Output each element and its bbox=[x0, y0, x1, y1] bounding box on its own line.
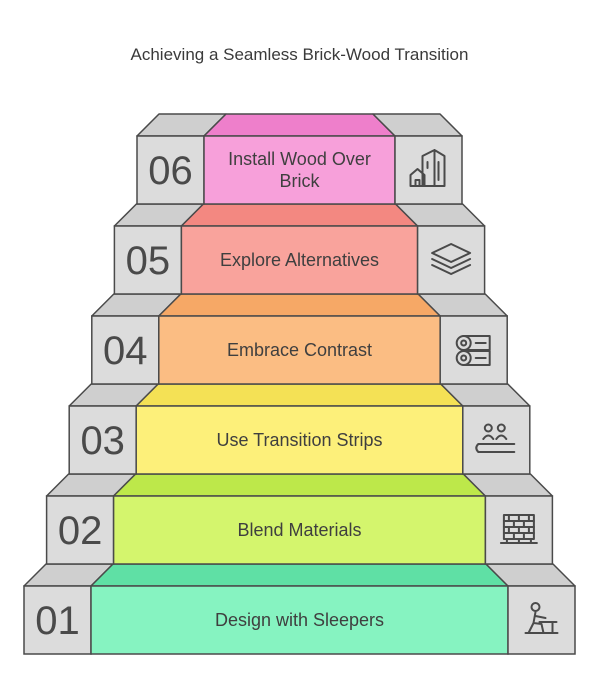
label-block bbox=[112, 495, 487, 565]
number-block bbox=[91, 315, 160, 385]
step-number: 03 bbox=[80, 419, 125, 463]
step-label: Brick bbox=[280, 171, 321, 191]
step-label: Design with Sleepers bbox=[215, 610, 384, 630]
step-05: 05 Explore Alternatives bbox=[113, 203, 486, 295]
label-block bbox=[158, 315, 441, 385]
label-block bbox=[180, 225, 419, 295]
step-top-center bbox=[90, 563, 509, 587]
step-label: Install Wood Over bbox=[228, 149, 371, 169]
wood-logs-icon bbox=[455, 335, 491, 366]
step-label: Blend Materials bbox=[237, 520, 361, 540]
diagram-title: Achieving a Seamless Brick-Wood Transiti… bbox=[130, 45, 469, 64]
people-on-strip-icon bbox=[475, 423, 516, 453]
step-top-center bbox=[203, 113, 396, 137]
icon-block bbox=[507, 585, 576, 655]
icon-block bbox=[394, 135, 463, 205]
step-04: 04 Embrace Contrast bbox=[91, 293, 508, 385]
buildings-icon bbox=[409, 149, 446, 187]
step-01: 01 Design with Sleepers bbox=[23, 563, 576, 655]
step-03: 03 Use Transition Strips bbox=[68, 383, 531, 475]
layers-icon bbox=[431, 243, 472, 275]
label-block bbox=[203, 135, 396, 205]
step-number: 01 bbox=[35, 599, 80, 643]
step-top-center bbox=[112, 473, 487, 497]
step-top-center bbox=[180, 203, 419, 227]
step-label: Explore Alternatives bbox=[220, 250, 379, 270]
label-block bbox=[135, 405, 464, 475]
icon-block bbox=[416, 225, 486, 295]
step-top-center bbox=[135, 383, 464, 407]
number-block bbox=[136, 135, 205, 205]
step-label: Embrace Contrast bbox=[227, 340, 372, 360]
person-at-table-icon bbox=[524, 602, 559, 634]
brick-wall-icon bbox=[499, 514, 538, 544]
number-block bbox=[23, 585, 92, 655]
label-block bbox=[90, 585, 509, 655]
step-number: 04 bbox=[103, 329, 148, 373]
step-number: 05 bbox=[126, 239, 171, 283]
step-02: 02 Blend Materials bbox=[45, 473, 554, 565]
step-number: 06 bbox=[148, 149, 193, 193]
step-label: Use Transition Strips bbox=[216, 430, 382, 450]
number-block bbox=[45, 495, 115, 565]
step-top-center bbox=[158, 293, 441, 317]
icon-block bbox=[462, 405, 531, 475]
step-number: 02 bbox=[58, 509, 103, 553]
